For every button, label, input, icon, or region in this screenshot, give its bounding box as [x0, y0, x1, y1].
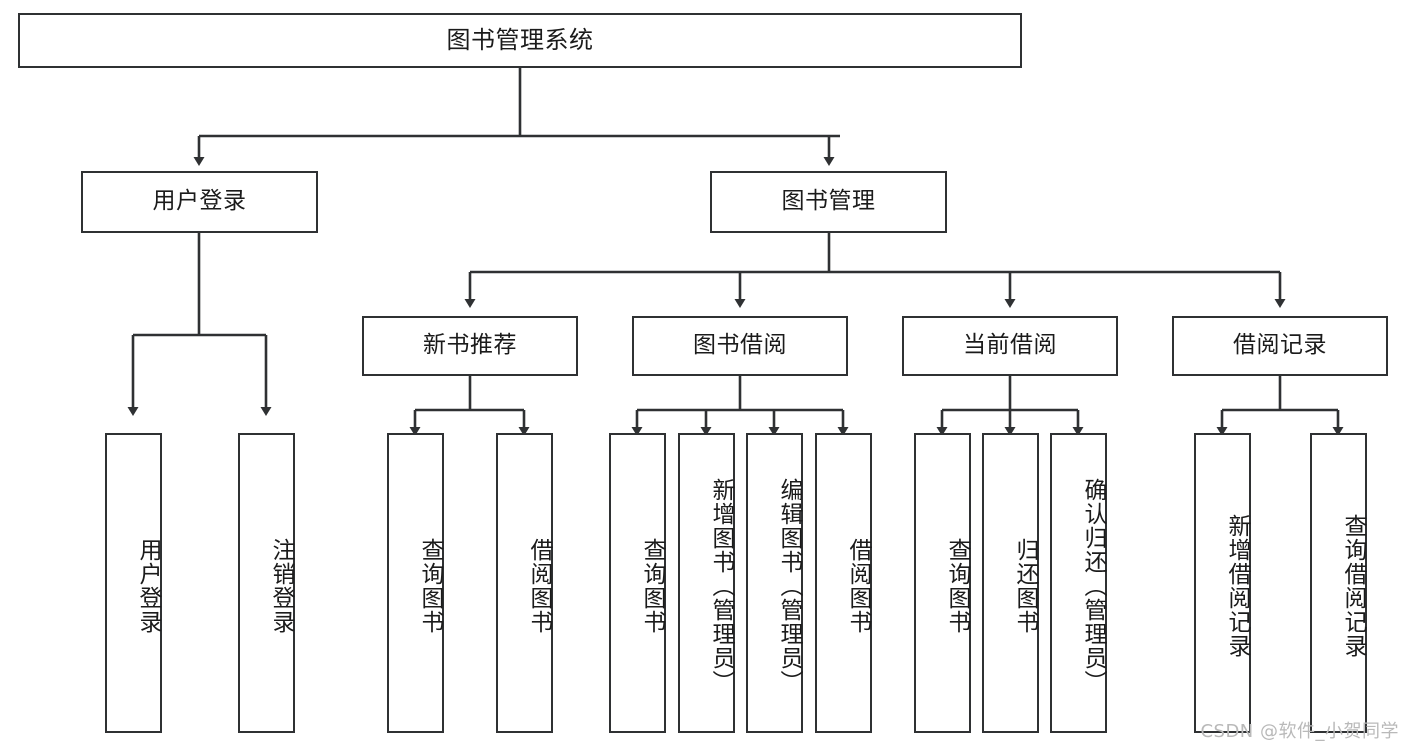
- leaf-label: 确认归还（管理员）: [1080, 478, 1106, 694]
- leaf-book-borrow-borrow-book[interactable]: 借阅图书: [815, 433, 872, 733]
- leaf-book-borrow-add-book-admin[interactable]: 新增图书（管理员）: [678, 433, 735, 733]
- node-book-borrow[interactable]: 图书借阅: [632, 316, 848, 376]
- leaf-label: 新增借阅记录: [1224, 514, 1250, 658]
- node-root-label: 图书管理系统: [446, 26, 594, 55]
- node-current-borrow-label: 当前借阅: [963, 332, 1057, 359]
- node-current-borrow[interactable]: 当前借阅: [902, 316, 1118, 376]
- leaf-new-book-borrow-book[interactable]: 借阅图书: [496, 433, 553, 733]
- leaf-label: 查询图书: [944, 538, 970, 634]
- leaf-book-borrow-edit-book-admin[interactable]: 编辑图书（管理员）: [746, 433, 803, 733]
- leaf-current-borrow-confirm-return-admin[interactable]: 确认归还（管理员）: [1050, 433, 1107, 733]
- leaf-current-borrow-return-book[interactable]: 归还图书: [982, 433, 1039, 733]
- leaf-borrow-record-add-record[interactable]: 新增借阅记录: [1194, 433, 1251, 733]
- leaf-user-login-signout[interactable]: 注销登录: [238, 433, 295, 733]
- node-borrow-record[interactable]: 借阅记录: [1172, 316, 1388, 376]
- leaf-borrow-record-query-record[interactable]: 查询借阅记录: [1310, 433, 1367, 733]
- node-book-management[interactable]: 图书管理: [710, 171, 947, 233]
- leaf-label: 注销登录: [268, 538, 294, 634]
- node-book-borrow-label: 图书借阅: [693, 332, 787, 359]
- leaf-label: 新增图书（管理员）: [708, 478, 734, 694]
- leaf-label: 编辑图书（管理员）: [776, 478, 802, 694]
- node-new-book-recommend-label: 新书推荐: [423, 332, 517, 359]
- node-root[interactable]: 图书管理系统: [18, 13, 1022, 68]
- leaf-label: 查询图书: [417, 538, 443, 634]
- node-borrow-record-label: 借阅记录: [1233, 332, 1327, 359]
- node-user-login[interactable]: 用户登录: [81, 171, 318, 233]
- leaf-label: 借阅图书: [526, 538, 552, 634]
- leaf-book-borrow-query-book[interactable]: 查询图书: [609, 433, 666, 733]
- leaf-label: 借阅图书: [845, 538, 871, 634]
- leaf-label: 用户登录: [135, 538, 161, 634]
- node-new-book-recommend[interactable]: 新书推荐: [362, 316, 578, 376]
- leaf-label: 归还图书: [1012, 538, 1038, 634]
- leaf-label: 查询图书: [639, 538, 665, 634]
- node-book-management-label: 图书管理: [781, 188, 876, 215]
- leaf-new-book-query-book[interactable]: 查询图书: [387, 433, 444, 733]
- leaf-user-login-signin[interactable]: 用户登录: [105, 433, 162, 733]
- leaf-label: 查询借阅记录: [1340, 514, 1366, 658]
- watermark: CSDN @软件_小贺同学: [1200, 721, 1399, 742]
- node-user-login-label: 用户登录: [152, 188, 247, 215]
- leaf-current-borrow-query-book[interactable]: 查询图书: [914, 433, 971, 733]
